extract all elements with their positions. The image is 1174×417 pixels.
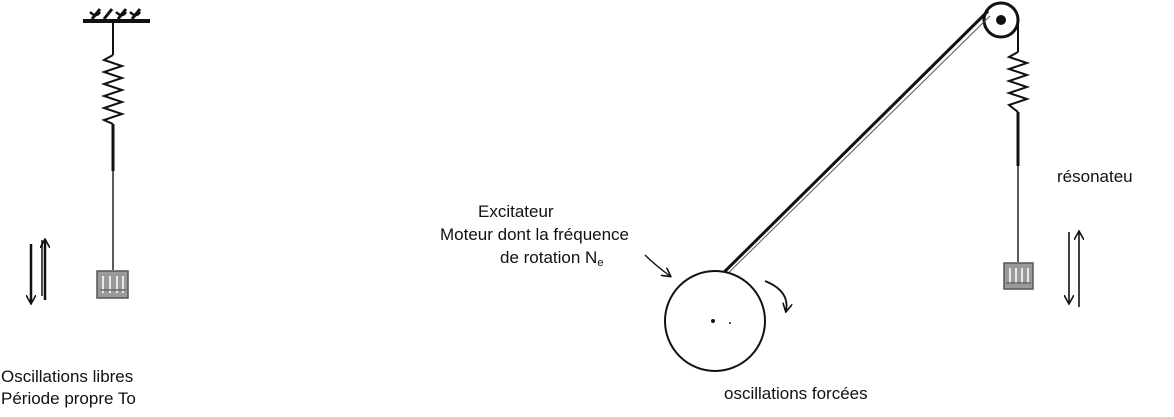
left-oscillator bbox=[31, 8, 150, 303]
right-oscillator bbox=[644, 1, 1079, 372]
string bbox=[702, 9, 990, 294]
mass bbox=[96, 270, 129, 299]
label-rotation-text: de rotation N bbox=[500, 248, 598, 267]
rotation-arrow-icon bbox=[764, 280, 787, 311]
label-rotation-subscript: e bbox=[597, 257, 604, 269]
motor-disk bbox=[664, 270, 766, 372]
resonator-spring bbox=[1005, 20, 1031, 262]
caption-natural-period: Période propre To bbox=[1, 389, 136, 408]
spring bbox=[100, 21, 126, 270]
resonator-arrows-icon bbox=[1069, 232, 1079, 307]
caption-forced-oscillations: oscillations forcées bbox=[724, 384, 868, 403]
ceiling-support bbox=[83, 8, 150, 23]
label-resonateur: résonateu bbox=[1057, 167, 1133, 186]
label-excitateur: Excitateur bbox=[478, 202, 554, 221]
label-moteur-line1: Moteur dont la fréquence bbox=[440, 225, 630, 244]
resonator-mass bbox=[1003, 262, 1034, 290]
label-moteur-line2: de rotation Ne bbox=[500, 247, 603, 274]
pointer-arrow-icon bbox=[644, 254, 670, 276]
up-down-arrows-icon bbox=[31, 240, 45, 303]
pulley bbox=[982, 1, 1020, 39]
caption-free-oscillations: Oscillations libres bbox=[1, 367, 134, 386]
